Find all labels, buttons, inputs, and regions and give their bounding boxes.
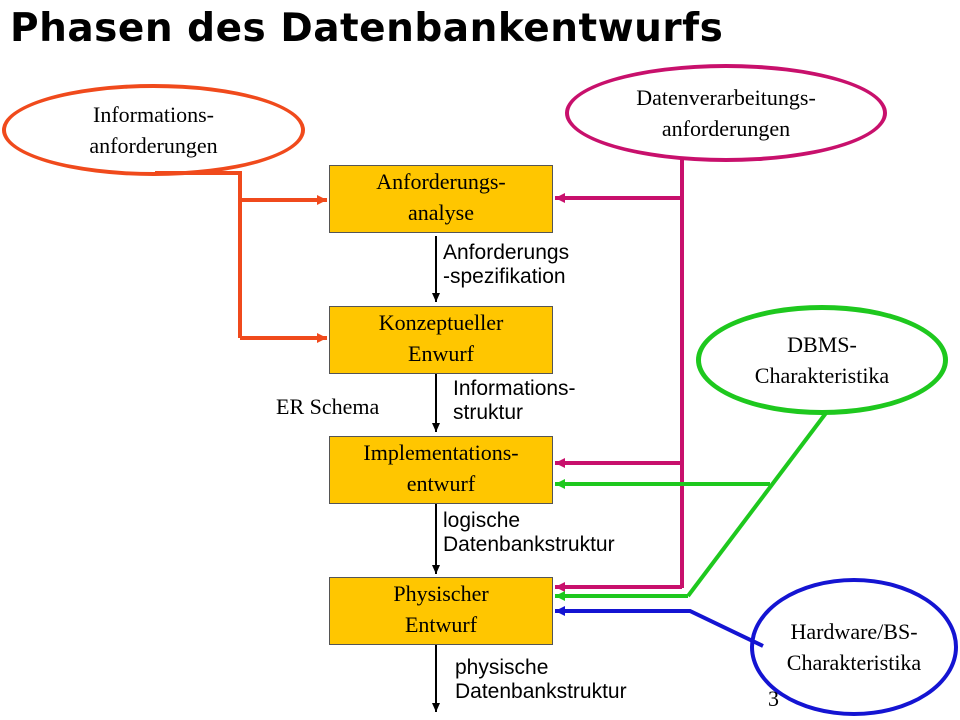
hardware-characteristics-ellipse: Hardware/BS- Charakteristika [750, 578, 958, 716]
dbms-connector-diagonal [686, 411, 828, 598]
information-requirements-line2: anforderungen [89, 133, 218, 158]
information-requirements-line1: Informations- [93, 102, 214, 127]
information-requirements-ellipse: Informations- anforderungen [2, 84, 305, 176]
phase-implementation-design: Implementations- entwurf [329, 436, 553, 504]
physical-structure-line2: Datenbankstruktur [455, 680, 627, 703]
phase-physical-design: Physischer Entwurf [329, 577, 553, 645]
processing-requirements-line1: Datenverarbeitungs- [636, 85, 816, 110]
phase-label-line2: entwurf [406, 471, 476, 496]
hardware-characteristics-line1: Hardware/BS- [790, 619, 918, 644]
phase-label-line1: Physischer [393, 581, 489, 606]
phase-label-line1: Konzeptueller [378, 310, 504, 335]
information-structure-line2: struktur [453, 401, 524, 424]
information-structure-line1: Informations- [453, 377, 576, 400]
phase-label-line1: Anforderungs- [376, 169, 506, 194]
hardware-characteristics-line2: Charakteristika [786, 650, 922, 675]
physical-structure-label: physische Datenbankstruktur [455, 656, 627, 704]
logical-structure-line1: logische [443, 509, 521, 532]
processing-requirements-line2: anforderungen [661, 116, 791, 141]
logical-structure-label: logische Datenbankstruktur [443, 509, 615, 557]
phase-conceptual-design: Konzeptueller Enwurf [329, 306, 553, 374]
hardware-connector [620, 609, 764, 648]
er-schema-label: ER Schema [276, 394, 380, 419]
information-structure-label: Informations- struktur [453, 377, 576, 425]
phase-label-line2: Entwurf [404, 612, 478, 637]
requirements-spec-line2: -spezifikation [443, 265, 566, 288]
phase-label-line2: analyse [408, 200, 474, 225]
physical-structure-line1: physische [455, 656, 549, 679]
logical-structure-line2: Datenbankstruktur [443, 533, 615, 556]
dbms-characteristics-line1: DBMS- [787, 332, 857, 357]
slide-title: Phasen des Datenbankentwurfs [10, 6, 724, 51]
phase-requirements-analysis: Anforderungs- analyse [329, 165, 553, 233]
info-req-connector [155, 171, 242, 338]
slide-number: 3 [768, 686, 779, 711]
dbms-characteristics-ellipse: DBMS- Charakteristika [696, 305, 948, 415]
dbms-characteristics-line2: Charakteristika [754, 363, 890, 388]
phase-label-line1: Implementations- [363, 440, 519, 465]
phase-label-line2: Enwurf [408, 341, 474, 366]
requirements-spec-label: Anforderungs -spezifikation [443, 241, 569, 289]
requirements-spec-line1: Anforderungs [443, 241, 570, 264]
processing-requirements-ellipse: Datenverarbeitungs- anforderungen [565, 64, 887, 162]
